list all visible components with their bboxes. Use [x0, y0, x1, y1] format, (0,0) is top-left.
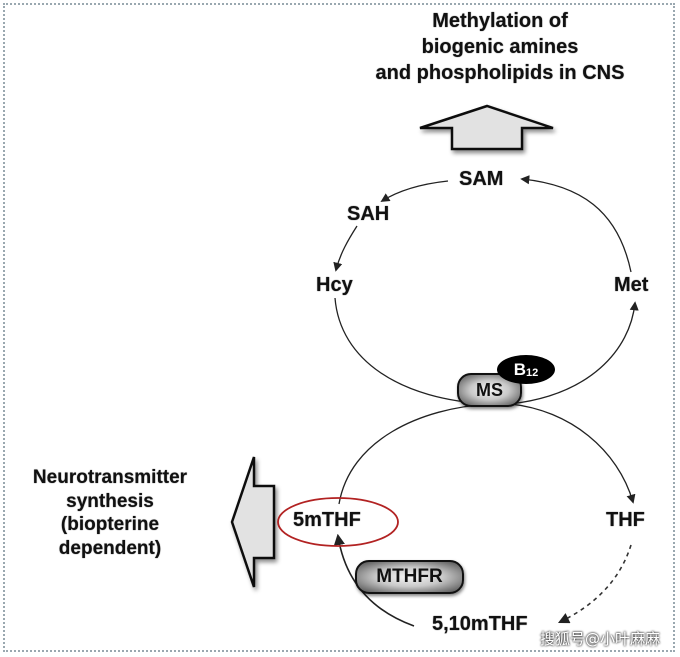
- node-5mthf: 5mTHF: [293, 509, 361, 531]
- node-hcy: Hcy: [316, 274, 353, 296]
- node-510mthf: 5,10mTHF: [432, 613, 528, 635]
- side-line-3: (biopterine: [60, 514, 160, 535]
- title-line-2: biogenic amines: [421, 36, 579, 58]
- node-sah: SAH: [347, 203, 390, 225]
- enzyme-mthfr: MTHFR: [355, 560, 464, 594]
- title-line-3: and phospholipids in CNS: [375, 62, 625, 84]
- highlight-ellipse-5mthf: [277, 497, 399, 547]
- arrow-met-to-sam: [520, 175, 632, 273]
- cofactor-sub-label: 12: [526, 366, 539, 379]
- dotted-frame: [3, 3, 675, 652]
- dashed-arrow-thf-to-510mthf: [557, 544, 632, 624]
- node-sam: SAM: [459, 168, 504, 190]
- enzyme-mthfr-label: MTHFR: [376, 566, 443, 587]
- arc-5mthf-to-ms: [338, 403, 491, 505]
- title-line-1: Methylation of: [432, 10, 568, 32]
- arrow-sah-to-hcy: [333, 225, 358, 272]
- methylation-output-label: Methylation of biogenic amines and phosp…: [330, 8, 670, 86]
- arrow-sam-to-sah: [380, 180, 449, 202]
- enzyme-ms-label: MS: [476, 379, 503, 400]
- node-met: Met: [614, 274, 649, 296]
- side-line-1: Neurotransmitter: [32, 467, 188, 488]
- node-thf: THF: [606, 509, 645, 531]
- side-line-2: synthesis: [66, 490, 154, 512]
- neurotransmitter-output-label: Neurotransmitter synthesis (biopterine d…: [5, 466, 215, 560]
- enzyme-ms: MS: [457, 373, 522, 407]
- cofactor-b-label: B: [513, 359, 527, 379]
- arrow-ms-to-thf: [509, 403, 636, 504]
- side-line-4: dependent): [58, 537, 162, 559]
- up-block-arrow: [419, 104, 554, 151]
- watermark: 搜狐号@小叶麻麻: [540, 630, 661, 648]
- left-block-arrow: [230, 456, 276, 588]
- arrow-ms-to-met: [509, 301, 639, 405]
